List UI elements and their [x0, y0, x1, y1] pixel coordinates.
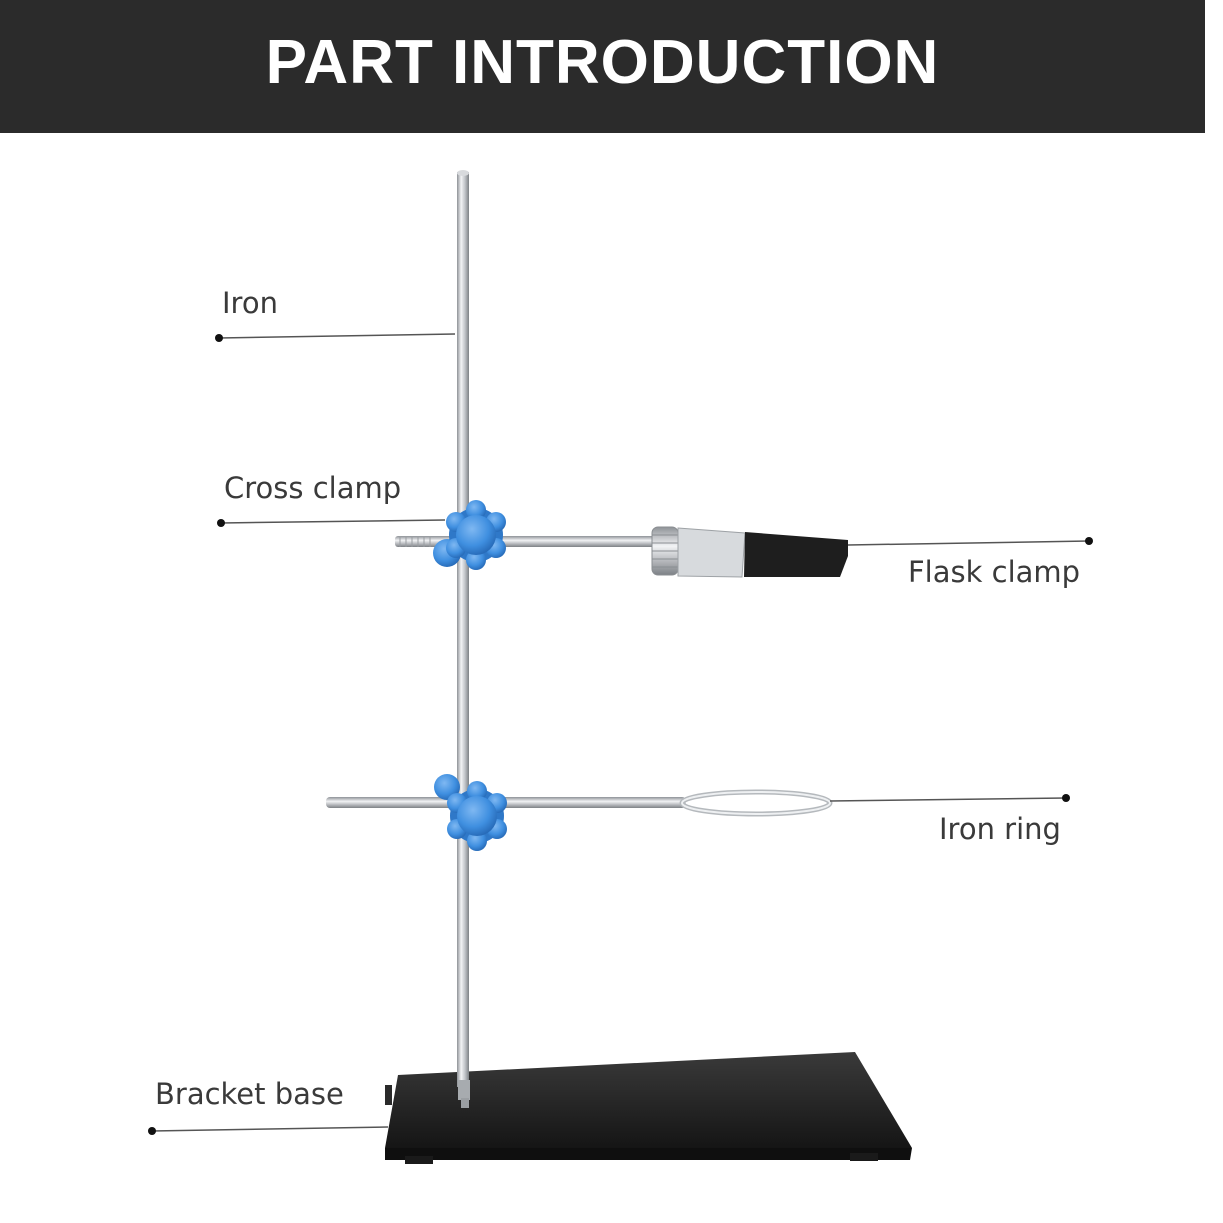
label-cross-clamp: Cross clamp	[224, 471, 402, 505]
label-bracket-base: Bracket base	[155, 1077, 344, 1111]
bracket-base	[385, 1052, 912, 1164]
iron-ring-arm	[326, 789, 833, 817]
page-title: PART INTRODUCTION	[265, 28, 940, 97]
label-iron-ring: Iron ring	[939, 812, 1061, 846]
header-banner: PART INTRODUCTION	[0, 0, 1205, 133]
leader-line-bracket-base	[148, 1126, 389, 1135]
cross-clamp-knob-lower	[434, 774, 507, 851]
iron-rod	[457, 170, 470, 1108]
label-iron: Iron	[222, 286, 278, 320]
label-flask-clamp: Flask clamp	[908, 555, 1081, 589]
leader-line-flask-clamp	[847, 537, 1093, 546]
leader-line-cross-clamp	[217, 519, 446, 527]
leader-line-iron-ring	[829, 794, 1070, 802]
leader-line-iron	[215, 333, 456, 342]
cross-clamp-knob-upper	[433, 500, 506, 570]
